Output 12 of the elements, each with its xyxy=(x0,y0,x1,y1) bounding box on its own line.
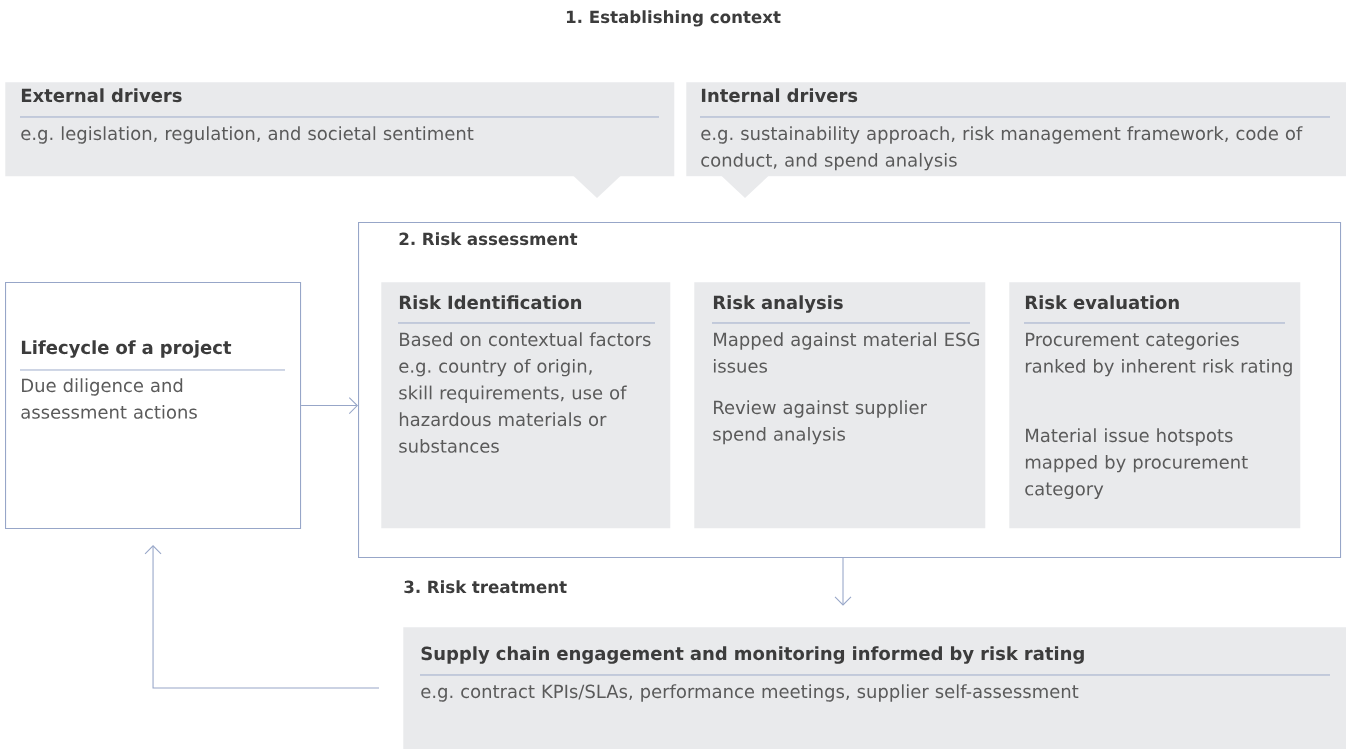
driver-box: Internal drivers e.g. sustainability approach, risk management framework, code of conduct, and spend analysis xyxy=(686,82,1346,198)
arrow xyxy=(834,557,852,606)
node-label: 3. Risk treatment xyxy=(404,580,567,594)
treatment-box: 3. Risk treatment Supply chain engagement and monitoring informed by risk rating e.g. contract KPIs/SLAs, performance meetings, supplier self-assessment xyxy=(403,580,1346,749)
driver-box: External drivers e.g. legislation, regulation, and societal sentiment xyxy=(5,82,675,198)
lifecycle-box: Lifecycle of a project Due diligence and assessment actions xyxy=(5,282,302,530)
arrow xyxy=(144,545,380,689)
step-box: Risk Identification Based on contextual factors e.g. country of origin, skill requirements, use of hazardous materials or substances xyxy=(381,282,671,529)
section-heading: 1. Establishing context xyxy=(566,10,781,27)
step-box: Risk evaluation Procurement categories ranked by inherent risk rating Material issue hotspots mapped by procurement category xyxy=(1009,282,1301,529)
step-box: Risk analysis Mapped against material ESG issues Review against supplier spend analysis xyxy=(694,282,986,529)
arrow xyxy=(300,397,358,415)
